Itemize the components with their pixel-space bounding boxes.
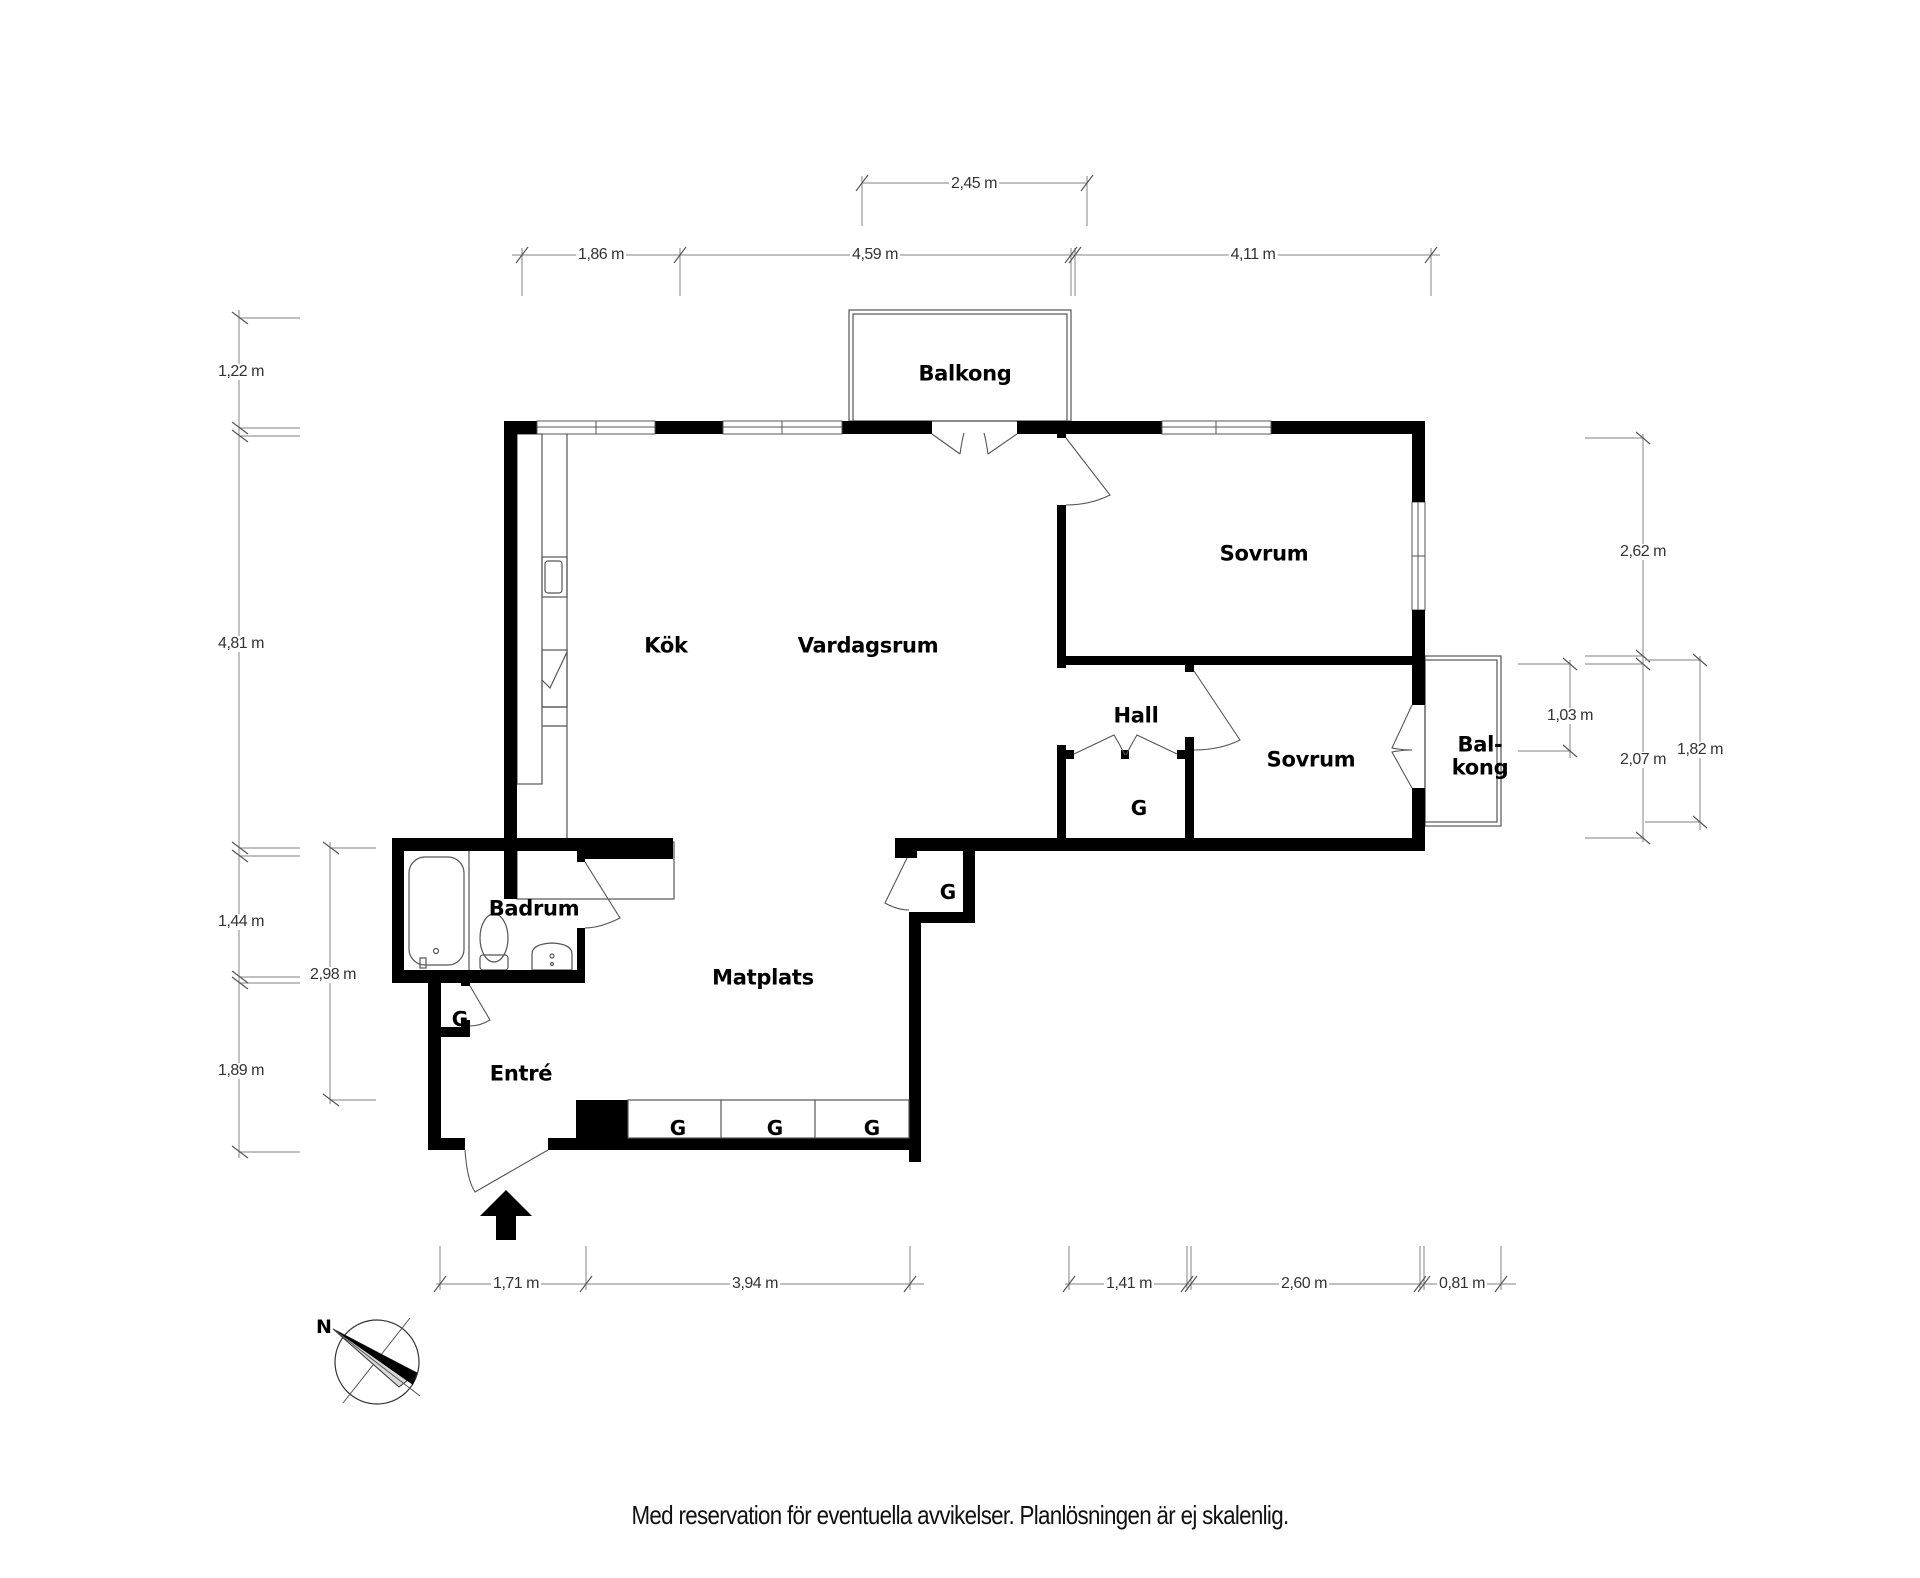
- wardrobes: [627, 1099, 910, 1139]
- dim-right-bedroom2: 2,07 m: [1618, 751, 1668, 768]
- storage-label-wardrobe-2: G: [766, 1116, 784, 1140]
- dim-right-balcony-door: 1,03 m: [1545, 707, 1595, 724]
- room-label-badrum: Badrum: [488, 896, 580, 921]
- entrance-arrow-icon: [480, 1190, 532, 1240]
- room-label-sovrum-2: Sovrum: [1266, 747, 1356, 772]
- toilet-icon: [479, 913, 509, 963]
- room-label-vardagsrum: Vardagsrum: [797, 633, 939, 658]
- kitchen-counter: [516, 433, 675, 900]
- dim-bottom-2: 3,94 m: [730, 1275, 780, 1292]
- room-label-entre: Entré: [489, 1061, 553, 1086]
- dim-right-balcony-side: 1,82 m: [1675, 741, 1725, 758]
- bathtub-icon: [408, 856, 465, 966]
- sink-icon: [541, 556, 568, 598]
- doors: [464, 432, 1413, 1193]
- dim-left-entry: 1,89 m: [216, 1062, 266, 1079]
- room-label-balkong-side: Bal- kong: [1451, 732, 1509, 779]
- dim-top-2: 4,59 m: [850, 246, 900, 263]
- room-label-hall: Hall: [1113, 703, 1159, 728]
- washbasin-icon: [531, 942, 573, 971]
- balcony-top: [848, 309, 1072, 422]
- room-label-balkong: Balkong: [918, 361, 1012, 386]
- dim-bottom-1: 1,71 m: [491, 1275, 541, 1292]
- dim-left-living: 4,81 m: [216, 635, 266, 652]
- dim-left-bath: 1,44 m: [216, 913, 266, 930]
- compass-icon: [332, 1317, 421, 1405]
- dim-top-balcony: 2,45 m: [949, 175, 999, 192]
- walls: [392, 420, 1426, 1162]
- storage-label-dining: G: [939, 880, 957, 904]
- compass-north-label: N: [316, 1316, 332, 1338]
- disclaimer-text: Med reservation för eventuella avvikelse…: [631, 1500, 1289, 1530]
- room-label-sovrum-1: Sovrum: [1219, 541, 1309, 566]
- dim-bottom-4: 2,60 m: [1279, 1275, 1329, 1292]
- dim-top-1: 1,86 m: [576, 246, 626, 263]
- dim-left-total: 2,98 m: [308, 966, 358, 983]
- balcony-side: [1424, 655, 1502, 827]
- storage-label-wardrobe-3: G: [863, 1116, 881, 1140]
- dim-left-balcony: 1,22 m: [216, 363, 266, 380]
- dim-bottom-3: 1,41 m: [1104, 1275, 1154, 1292]
- storage-label-hall: G: [1130, 796, 1148, 820]
- storage-label-wardrobe-1: G: [669, 1116, 687, 1140]
- dim-right-bedroom1: 2,62 m: [1618, 543, 1668, 560]
- room-label-matplats: Matplats: [712, 965, 814, 990]
- storage-label-entry: G: [451, 1007, 469, 1031]
- dim-top-3: 4,11 m: [1228, 246, 1278, 263]
- dim-bottom-5: 0,81 m: [1437, 1275, 1487, 1292]
- dishwasher-icon: [541, 649, 568, 708]
- room-label-kok: Kök: [644, 633, 688, 658]
